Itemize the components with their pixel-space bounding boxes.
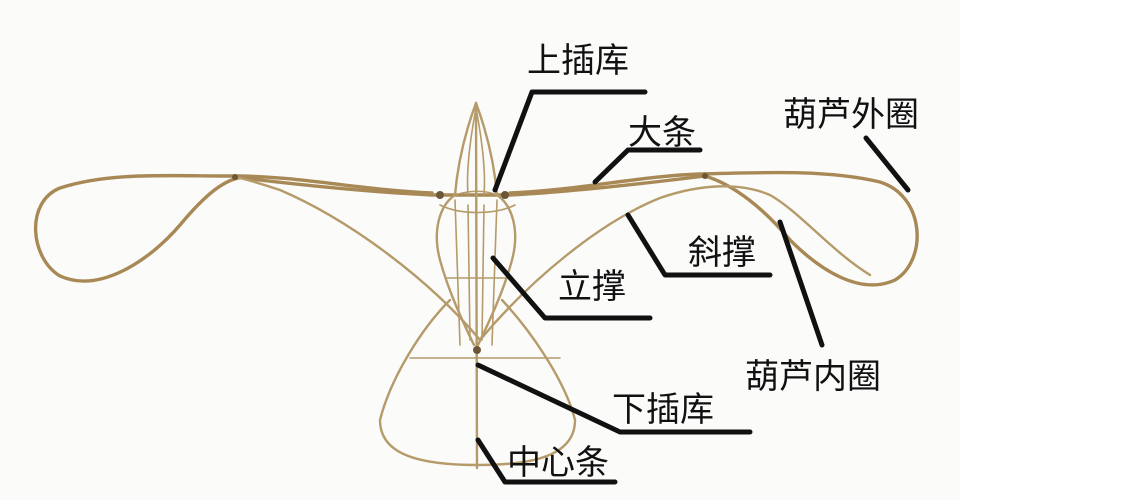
- leader-inner-gourd-ring: [777, 219, 825, 348]
- leader-center-strip: [475, 437, 618, 485]
- joint-lower-socket: [473, 346, 481, 354]
- label-inner-gourd-ring: 葫芦内圈: [745, 357, 881, 397]
- photo-background: [0, 0, 960, 500]
- leader-diagonal-brace: [625, 212, 773, 278]
- leader-lower-socket: [475, 362, 753, 435]
- label-outer-gourd-ring: 葫芦外圈: [783, 95, 919, 135]
- outer-gourd-ring: [33, 170, 919, 287]
- vertical-brace: [454, 199, 498, 346]
- main-strip: [233, 174, 707, 197]
- joint-right-wing: [702, 173, 708, 179]
- center-strip: [474, 101, 479, 470]
- label-main-strip: 大条: [628, 113, 696, 153]
- label-lower-socket: 下插库: [612, 390, 714, 430]
- joint-left-wing: [232, 174, 238, 180]
- label-upper-socket: 上插库: [527, 41, 629, 81]
- joint-right-socket: [501, 191, 509, 199]
- label-vertical-brace: 立撑: [558, 267, 626, 307]
- leader-outer-gourd-ring: [863, 135, 911, 193]
- label-diagonal-brace: 斜撑: [688, 233, 756, 273]
- label-center-strip: 中心条: [507, 443, 609, 483]
- leader-vertical-brace: [490, 255, 653, 321]
- inner-gourd-ring: [233, 175, 872, 342]
- leader-upper-socket: [492, 89, 648, 193]
- joint-left-socket: [436, 191, 444, 199]
- body-outline: [435, 101, 517, 347]
- leader-main-strip: [592, 147, 703, 185]
